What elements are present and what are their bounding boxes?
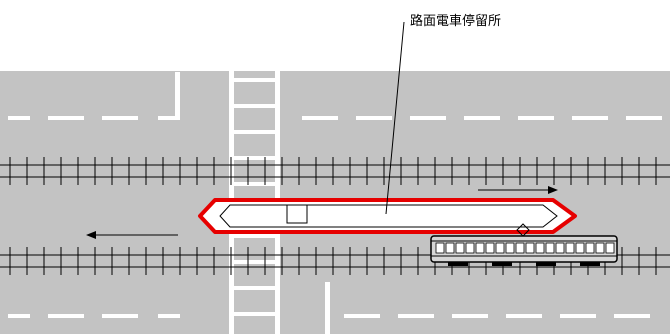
lane-markings <box>8 72 662 334</box>
crosswalk-rung <box>229 260 280 264</box>
lane-dash <box>158 314 180 318</box>
crosswalk-rung <box>229 286 280 290</box>
tram-window <box>575 242 585 254</box>
tram-window <box>565 242 575 254</box>
lane-dash <box>506 314 542 318</box>
lane-dash <box>410 116 446 120</box>
crosswalk-rung <box>229 104 280 108</box>
tram-window <box>505 242 515 254</box>
tram-window <box>525 242 535 254</box>
tram-window <box>495 242 505 254</box>
tram-window <box>545 242 555 254</box>
lane-dash <box>102 116 138 120</box>
lane-dash <box>614 314 650 318</box>
stop-line <box>175 72 180 120</box>
tram-window <box>555 242 565 254</box>
tram-icon <box>430 223 618 266</box>
tram-stop-platform <box>198 198 577 234</box>
tram-window <box>475 242 485 254</box>
tram-window <box>465 242 475 254</box>
lane-dash <box>626 116 662 120</box>
lane-dash <box>452 314 488 318</box>
tram-windows <box>435 242 615 254</box>
tram-window <box>585 242 595 254</box>
crosswalk-rung <box>229 156 280 160</box>
upper-track <box>0 157 670 185</box>
crosswalk-rung <box>229 130 280 134</box>
tram-window <box>605 242 615 254</box>
tram-window <box>485 242 495 254</box>
callout-label: 路面電車停留所 <box>410 13 501 29</box>
lane-dash <box>302 116 338 120</box>
lane-dash <box>8 116 30 120</box>
lane-dash <box>518 116 554 120</box>
lane-dash <box>48 116 84 120</box>
stop-line <box>325 282 330 334</box>
platform-shelter <box>286 204 308 224</box>
lane-dash <box>8 314 30 318</box>
lane-dash <box>344 314 380 318</box>
crosswalk-rung <box>229 312 280 316</box>
lane-dash <box>158 116 180 120</box>
lane-dash <box>560 314 596 318</box>
arrow-left-icon <box>86 231 178 239</box>
tram-window <box>435 242 445 254</box>
tram-window <box>445 242 455 254</box>
tram-bogies <box>448 262 600 266</box>
lane-dash <box>398 314 434 318</box>
platform-edge <box>219 204 558 228</box>
lane-dash <box>48 314 84 318</box>
tram-window <box>455 242 465 254</box>
lane-dash <box>356 116 392 120</box>
tram-window <box>515 242 525 254</box>
tram-window <box>535 242 545 254</box>
crosswalk-rung <box>229 234 280 238</box>
lane-dash <box>464 116 500 120</box>
callout-leader-line <box>385 21 405 215</box>
tram-window <box>595 242 605 254</box>
lane-dash <box>102 314 138 318</box>
crosswalk-rung <box>229 78 280 82</box>
tram-tracks <box>0 157 670 275</box>
crosswalk-rung <box>229 182 280 186</box>
lane-dash <box>572 116 608 120</box>
arrow-right-icon <box>478 186 558 194</box>
